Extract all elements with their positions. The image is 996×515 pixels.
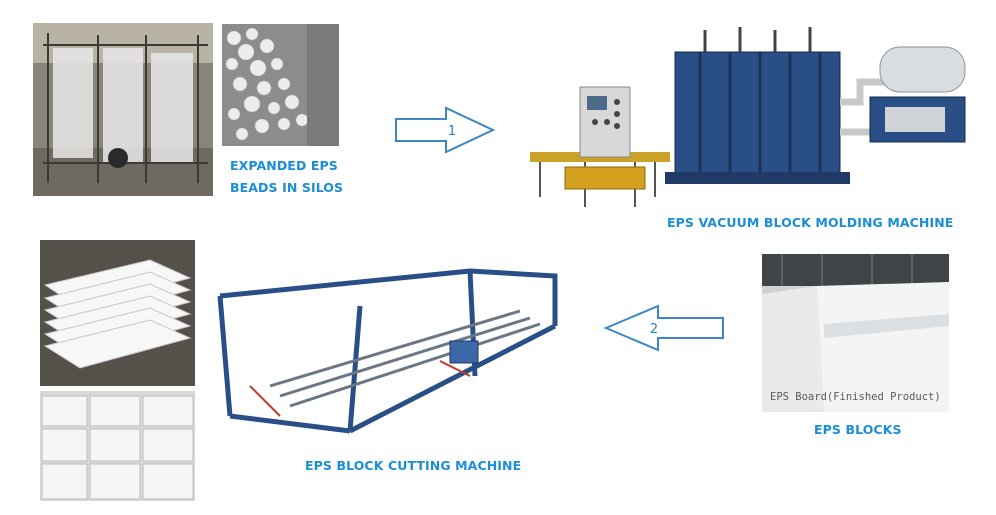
stacked-boards-photo xyxy=(40,240,195,386)
eps-blocks-photo: EPS Board(Finished Product) xyxy=(762,254,949,412)
step-1-number: 1 xyxy=(448,124,456,139)
label-block-cutting-machine: EPS BLOCK CUTTING MACHINE xyxy=(305,458,522,473)
silos-photo xyxy=(33,23,213,196)
step-2-number: 2 xyxy=(650,322,658,337)
molding-machine-photo xyxy=(525,22,975,214)
step-1-arrow: 1 xyxy=(394,105,496,155)
label-expanded-eps: EXPANDED EPS xyxy=(230,158,338,173)
beads-photo xyxy=(222,24,339,146)
blocks-watermark: EPS Board(Finished Product) xyxy=(770,391,941,403)
board-bales-photo xyxy=(40,391,195,501)
label-vacuum-molding-machine: EPS VACUUM BLOCK MOLDING MACHINE xyxy=(667,215,954,230)
label-eps-blocks: EPS BLOCKS xyxy=(814,422,902,437)
step-2-arrow: 2 xyxy=(603,303,725,353)
cutting-machine-photo xyxy=(210,266,570,442)
label-beads-in-silos: BEADS IN SILOS xyxy=(230,180,344,195)
